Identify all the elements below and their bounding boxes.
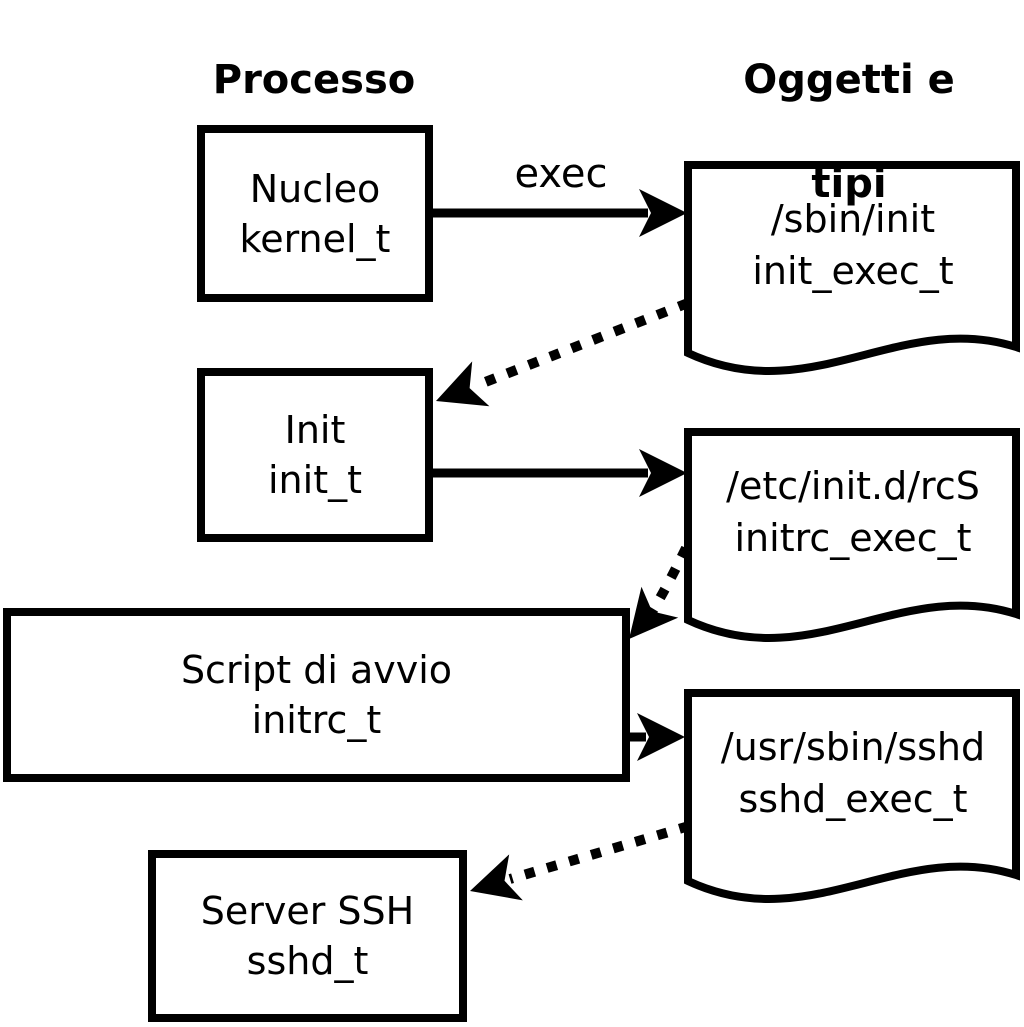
- transition-arrowhead-initrc-exec-to-initrc: [629, 586, 679, 639]
- object-path-init-exec: /sbin/init: [770, 197, 936, 241]
- process-type-init: init_t: [268, 458, 362, 502]
- exec-arrowhead-initrc-to-sshd-exec: [637, 713, 685, 761]
- process-type-kernel: kernel_t: [239, 216, 391, 261]
- object-type-init-exec: init_exec_t: [752, 249, 954, 293]
- transition-arrow-sshd-exec-to-sshd: [508, 821, 691, 884]
- process-box-init: Init init_t: [197, 368, 433, 542]
- document-shape-initrc-exec: [684, 428, 1020, 642]
- object-path-initrc-exec: /etc/init.d/rcS: [726, 464, 980, 508]
- object-label-initrc-exec: /etc/init.d/rcS initrc_exec_t: [690, 437, 1016, 587]
- object-type-sshd-exec: sshd_exec_t: [738, 777, 968, 821]
- transition-arrow-init-exec-to-init: [473, 298, 690, 391]
- process-box-initrc: Script di avvio initrc_t: [3, 608, 630, 782]
- object-label-sshd-exec: /usr/sbin/sshd sshd_exec_t: [690, 698, 1016, 848]
- document-shape-sshd-exec: [684, 689, 1020, 903]
- column-header-objects-line2: tipi: [811, 161, 887, 207]
- object-type-initrc-exec: initrc_exec_t: [734, 516, 972, 560]
- process-type-initrc: initrc_t: [251, 698, 382, 742]
- object-path-sshd-exec: /usr/sbin/sshd: [720, 725, 986, 769]
- exec-arrowhead-kernel-to-init-exec: [639, 189, 687, 237]
- process-name-kernel: Nucleo: [249, 166, 381, 211]
- transition-arrowhead-init-exec-to-init: [436, 361, 490, 407]
- column-header-objects: Oggetti e tipi: [688, 2, 1010, 262]
- object-label-init-exec: /sbin/init init_exec_t: [690, 170, 1016, 320]
- column-header-objects-line1: Oggetti e: [743, 57, 955, 103]
- exec-arrowhead-init-to-initrc-exec: [639, 449, 687, 497]
- column-header-processes-line1: Processo: [212, 57, 416, 103]
- process-box-kernel: Nucleo kernel_t: [197, 125, 433, 302]
- process-name-init: Init: [284, 408, 346, 452]
- exec-edge-label: exec: [514, 151, 608, 197]
- process-type-sshd: sshd_t: [246, 939, 369, 983]
- document-shape-init-exec: [684, 161, 1020, 375]
- process-box-sshd: Server SSH sshd_t: [148, 850, 467, 1022]
- transition-arrow-initrc-exec-to-initrc: [647, 545, 691, 615]
- transition-arrowhead-sshd-exec-to-sshd: [470, 854, 523, 901]
- process-name-initrc: Script di avvio: [180, 648, 453, 692]
- process-name-sshd: Server SSH: [200, 889, 415, 933]
